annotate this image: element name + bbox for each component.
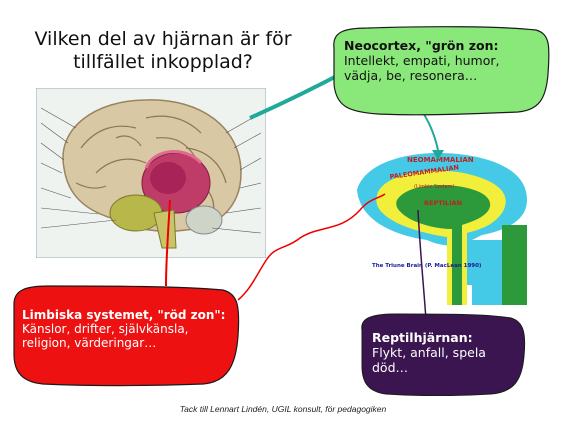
reptile-body: Flykt, anfall, spela död… — [372, 345, 486, 375]
reptile-callout: Reptilhjärnan: Flykt, anfall, spela död… — [372, 330, 507, 375]
slide-caption: Tack till Lennart Lindén, UGIL konsult, … — [0, 404, 566, 414]
neocortex-body: Intellekt, empati, humor, vädja, be, res… — [344, 53, 500, 83]
limbic-body: Känslor, drifter, självkänsla, religion,… — [22, 322, 188, 350]
limbic-callout: Limbiska systemet, "röd zon": Känslor, d… — [22, 308, 232, 350]
neocortex-heading: Neocortex, "grön zon: — [344, 38, 499, 53]
reptile-heading: Reptilhjärnan: — [372, 330, 473, 345]
neocortex-callout: Neocortex, "grön zon: Intellekt, empati,… — [344, 38, 534, 83]
limbic-heading: Limbiska systemet, "röd zon": — [22, 308, 225, 322]
